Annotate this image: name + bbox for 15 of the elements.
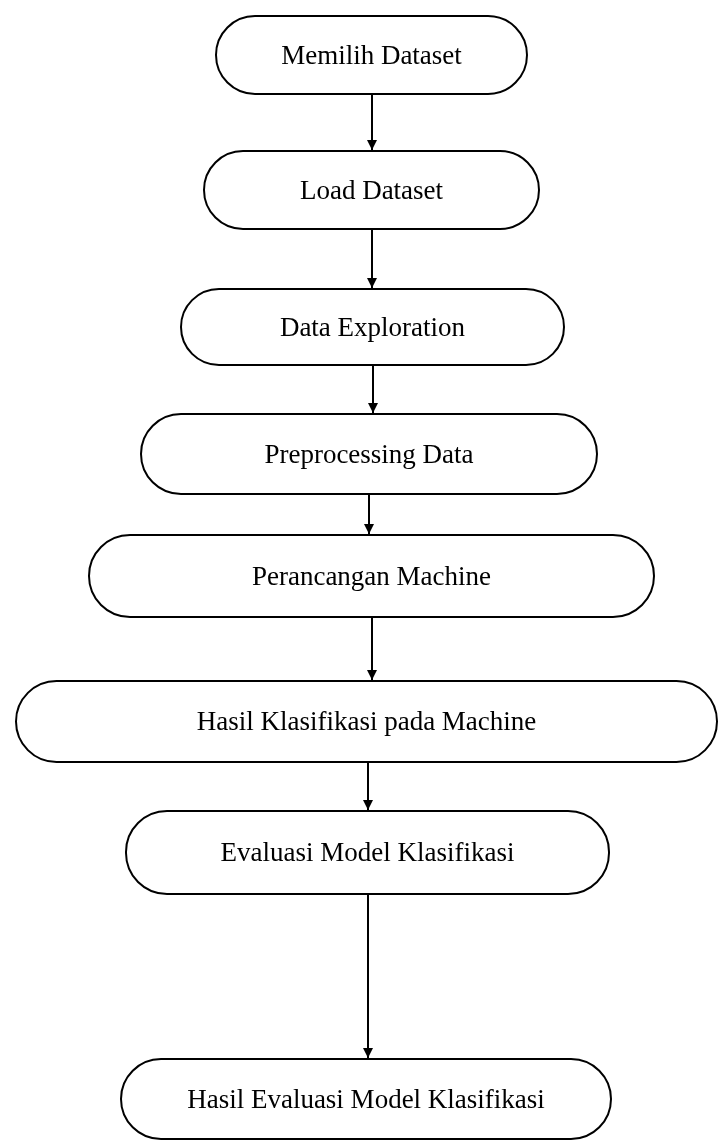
arrow	[368, 365, 378, 414]
step-label: Load Dataset	[299, 174, 444, 206]
step-label: Perancangan Machine	[251, 560, 492, 592]
step-label: Data Exploration	[279, 311, 466, 343]
step-label: Hasil Klasifikasi pada Machine	[196, 706, 537, 737]
arrow	[363, 894, 373, 1059]
step-label: Memilih Dataset	[281, 39, 462, 71]
step-label: Hasil Evaluasi Model Klasifikasi	[187, 1083, 545, 1115]
arrow	[367, 617, 377, 681]
arrow	[367, 229, 377, 289]
arrow	[363, 762, 373, 811]
step-label: Evaluasi Model Klasifikasi	[220, 837, 515, 868]
arrow	[364, 494, 374, 535]
arrow	[367, 94, 377, 151]
step-label: Preprocessing Data	[264, 438, 474, 470]
